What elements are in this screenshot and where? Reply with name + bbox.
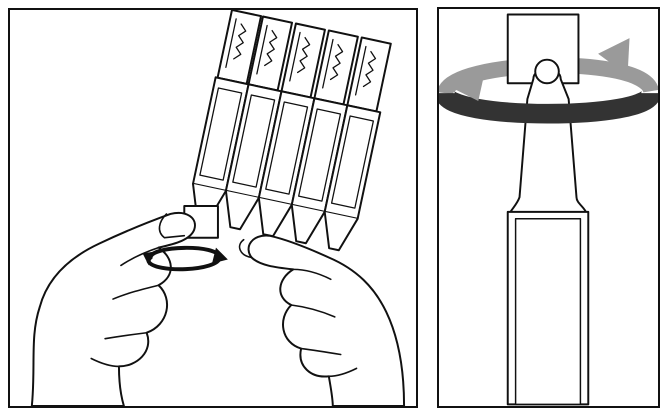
right-illustration-panel bbox=[437, 7, 660, 408]
single-ampoule-twist-cap-icon bbox=[439, 9, 658, 406]
left-illustration-panel bbox=[8, 8, 418, 408]
right-hand bbox=[249, 236, 405, 406]
hands-twisting-ampoule-strip-icon bbox=[10, 10, 416, 406]
left-hand bbox=[32, 213, 195, 406]
ampoule-neck bbox=[510, 69, 587, 213]
